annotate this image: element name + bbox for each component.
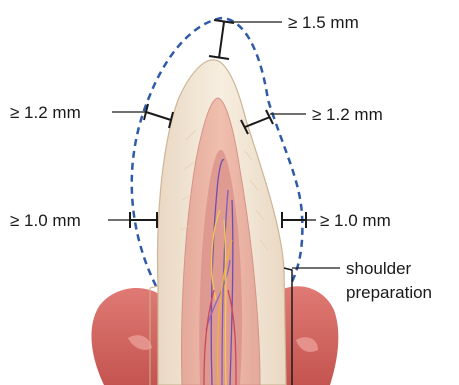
label-shoulder-line2: preparation [346, 283, 432, 302]
label-incisal: ≥ 1.5 mm [288, 13, 359, 32]
marker-incisal [209, 20, 282, 59]
label-left-upper: ≥ 1.2 mm [10, 103, 81, 122]
label-left-lower: ≥ 1.0 mm [10, 211, 81, 230]
label-right-upper: ≥ 1.2 mm [312, 105, 383, 124]
marker-right-lower [282, 212, 316, 228]
marker-left-lower [108, 212, 157, 228]
label-right-lower: ≥ 1.0 mm [320, 211, 391, 230]
label-shoulder-line1: shoulder [346, 259, 412, 278]
marker-right-upper [241, 110, 306, 134]
